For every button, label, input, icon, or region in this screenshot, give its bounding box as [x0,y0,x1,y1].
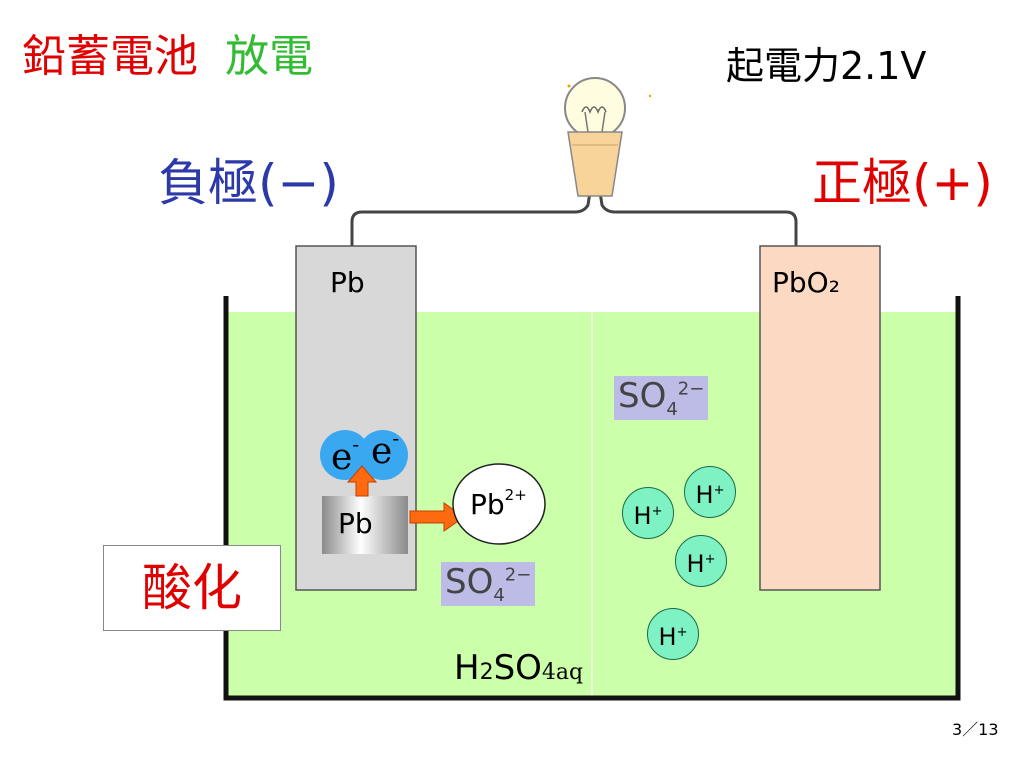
pb-ion-ellipse [452,463,546,545]
h-ion: H+ [622,487,674,539]
page-number: 3／13 [952,720,999,739]
negative-electrode-label: 負極(−) [158,154,339,212]
light-bulb-icon [564,77,652,197]
h-ion: H+ [647,608,699,660]
emf-label: 起電力2.1V [726,44,927,88]
pb-block [322,496,408,554]
wire-right [598,191,798,246]
positive-electrode-label: 正極(+) [812,154,993,212]
pb-ion-label: Pb2+ [470,486,527,521]
electron-2-label: e- [371,426,400,472]
container [223,296,961,701]
electron-2 [358,430,408,480]
wire-left [350,191,592,246]
so4-ion-right: SO42− [614,376,709,421]
electron-1 [320,430,370,480]
title: 鉛蓄電池 放電 [22,20,313,84]
electron-1-label: e- [331,432,360,478]
arrow-up [346,465,378,497]
title-discharge: 放電 [225,31,314,82]
pb-block-label: Pb [338,507,373,540]
title-battery: 鉛蓄電池 [22,31,198,82]
h-ion: H+ [684,466,736,518]
arrow-right [409,502,465,532]
negative-plate-label: Pb [330,266,365,299]
electrolyte-label: H2SO4aq [454,648,584,688]
positive-plate-label: PbO₂ [772,266,840,299]
so4-ion-left: SO42− [441,562,536,607]
h-ion: H+ [675,535,727,587]
positive-plate [759,245,881,591]
oxidation-label: 酸化 [103,545,281,631]
